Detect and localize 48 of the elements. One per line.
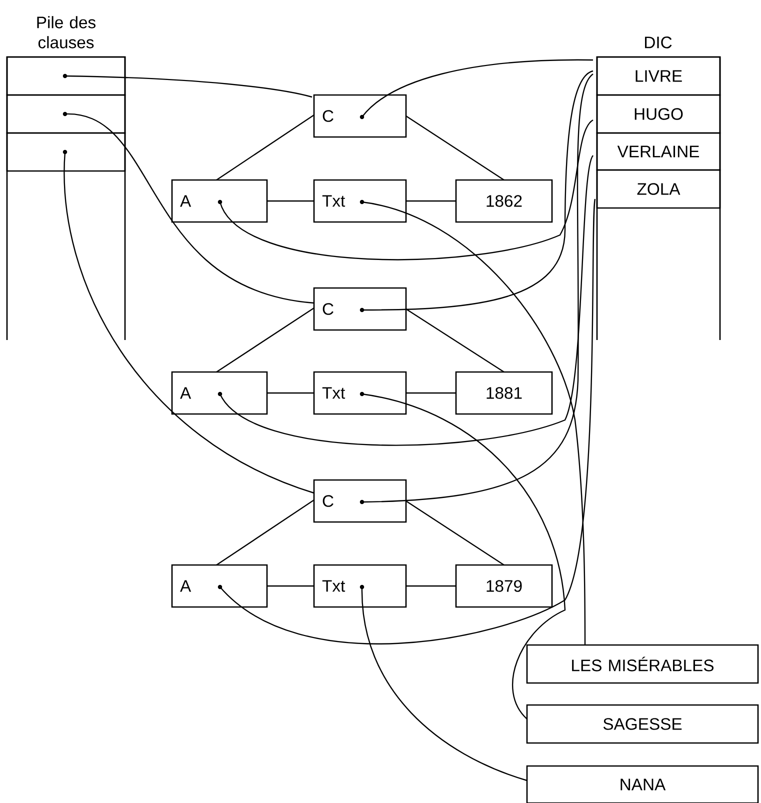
link-line <box>406 116 504 180</box>
dictionary-cell: VERLAINE <box>596 132 721 171</box>
record-box: A <box>171 564 268 608</box>
link-line <box>267 200 314 202</box>
record-box: Txt <box>313 371 407 415</box>
record-box: A <box>171 179 268 223</box>
link-line <box>362 201 586 645</box>
link-line <box>220 155 594 446</box>
title-box: LES MISÉRABLES <box>526 644 759 684</box>
record-box: Txt <box>313 179 407 223</box>
title-box: SAGESSE <box>526 704 759 744</box>
link-line <box>65 75 312 98</box>
record-box: C <box>313 94 407 138</box>
title-box: NANA <box>526 765 759 803</box>
link-line <box>362 74 594 503</box>
link-line <box>362 59 593 118</box>
stack-cell <box>6 132 126 172</box>
dictionary-cell: ZOLA <box>596 169 721 209</box>
link-line <box>406 308 504 372</box>
record-box: C <box>313 479 407 523</box>
link-line <box>406 585 456 587</box>
link-line <box>216 308 314 372</box>
link-line <box>361 586 528 782</box>
link-line <box>64 152 314 494</box>
link-line <box>220 198 596 644</box>
record-box: Txt <box>313 564 407 608</box>
link-line <box>406 500 504 566</box>
stack-cell <box>6 94 126 134</box>
link-line <box>362 393 566 720</box>
link-line <box>406 392 456 394</box>
link-line <box>219 120 594 260</box>
record-box: C <box>313 287 407 331</box>
link-line <box>267 585 314 587</box>
link-line <box>406 200 456 202</box>
link-line <box>267 392 314 394</box>
link-line <box>216 500 314 566</box>
link-line <box>64 113 314 304</box>
record-box: A <box>171 371 268 415</box>
year-box: 1881 <box>455 371 553 415</box>
year-box: 1879 <box>455 564 553 608</box>
stack-heading: Pile des clauses <box>37 16 96 48</box>
dictionary-cell: LIVRE <box>596 56 721 96</box>
dictionary-cell: HUGO <box>596 94 721 134</box>
link-line <box>362 70 594 311</box>
stack-heading: DIC <box>645 36 672 48</box>
year-box: 1862 <box>455 179 553 223</box>
stack-cell <box>6 56 126 96</box>
link-line <box>216 114 314 180</box>
